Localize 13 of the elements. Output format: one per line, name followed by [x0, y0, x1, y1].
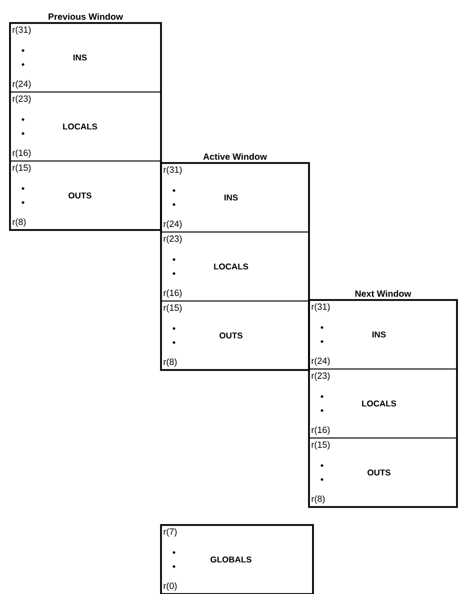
register-box: r(7) GLOBALS r(0) [160, 524, 314, 594]
register-box: r(31) INS r(24) [160, 162, 310, 232]
window-title: Active Window [203, 153, 267, 160]
window-title: Next Window [355, 290, 412, 297]
register-box: r(23) LOCALS r(16) [160, 232, 310, 302]
register-box: r(15) OUTS r(8) [160, 300, 310, 370]
register-box: r(31) INS r(24) [308, 300, 458, 370]
register-box: r(23) LOCALS r(16) [10, 92, 162, 162]
register-box: r(31) INS r(24) [10, 22, 162, 92]
register-box: r(23) LOCALS r(16) [308, 368, 458, 438]
register-box: r(15) OUTS r(8) [10, 160, 162, 230]
register-box: r(15) OUTS r(8) [308, 438, 458, 508]
window-title: Previous Window [48, 13, 123, 20]
